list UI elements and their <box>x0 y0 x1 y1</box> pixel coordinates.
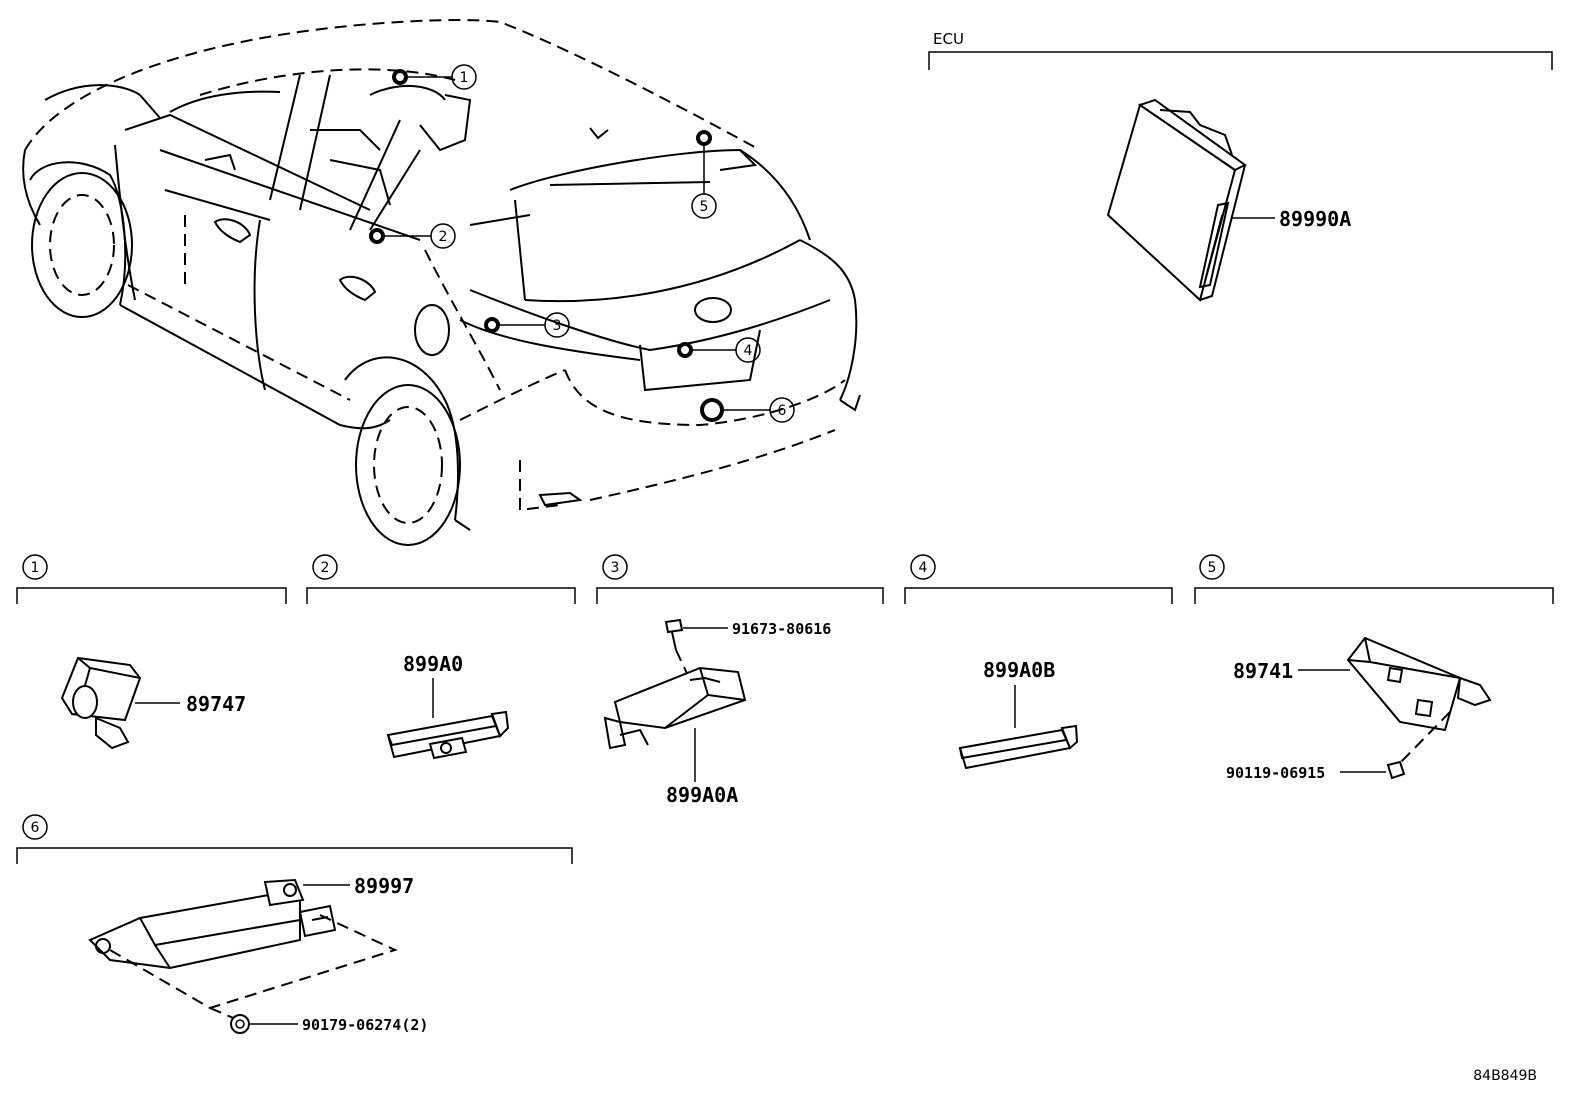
callout-number-3: 3 <box>553 318 562 334</box>
group-4-number: 4 <box>919 560 928 576</box>
group-2-part-number: 899A0 <box>403 652 463 676</box>
group-3-bolt-number: 91673-80616 <box>732 620 831 638</box>
callout-number-5: 5 <box>700 199 709 215</box>
group-5-number: 5 <box>1208 560 1217 576</box>
nut-icon <box>230 1014 250 1034</box>
ecu-module-icon <box>1106 98 1247 302</box>
antenna-icon <box>958 724 1079 770</box>
screw-icon <box>1386 760 1406 780</box>
ecu-section: ECU 89990A <box>928 30 1553 302</box>
antenna-icon <box>386 710 510 760</box>
antenna-bracket-icon <box>603 666 747 750</box>
group-4: 4 899A0B <box>904 554 1173 770</box>
group-6: 6 89997 90179-06274(2) <box>16 814 573 1034</box>
car-callouts: 1 2 3 4 5 6 <box>369 64 795 423</box>
group-5: 5 89741 90119-06915 <box>1194 554 1554 782</box>
group-4-part-number: 899A0B <box>983 658 1055 682</box>
callout-circle-1 <box>451 64 477 90</box>
bracket-icon <box>88 878 337 970</box>
group-5-part-number: 89741 <box>1233 659 1293 683</box>
callout-number-2: 2 <box>439 229 448 245</box>
sensor-module-icon <box>1346 636 1492 732</box>
callout-number-6: 6 <box>778 403 787 419</box>
car-outline-icon <box>22 19 861 546</box>
group-1-part-number: 89747 <box>186 692 246 716</box>
group-3-number: 3 <box>611 560 620 576</box>
group-6-part-number: 89997 <box>354 874 414 898</box>
callout-number-1: 1 <box>460 70 469 86</box>
group-6-nut-number: 90179-06274(2) <box>302 1016 428 1034</box>
group-5-screw-number: 90119-06915 <box>1226 764 1325 782</box>
ecu-part-number: 89990A <box>1279 207 1351 231</box>
group-6-number: 6 <box>31 820 40 836</box>
group-1: 1 89747 <box>16 554 287 750</box>
group-3-part-number: 899A0A <box>666 783 738 807</box>
diagram-reference: 84B849B <box>1473 1068 1537 1084</box>
sensor-icon <box>60 656 142 750</box>
group-2-number: 2 <box>321 560 330 576</box>
callout-number-4: 4 <box>744 343 753 359</box>
group-2: 2 899A0 <box>306 554 576 760</box>
group-1-number: 1 <box>31 560 40 576</box>
ecu-header: ECU <box>933 30 964 48</box>
bolt-icon <box>664 618 684 651</box>
group-3: 3 91673-80616 899A0A <box>596 554 884 807</box>
